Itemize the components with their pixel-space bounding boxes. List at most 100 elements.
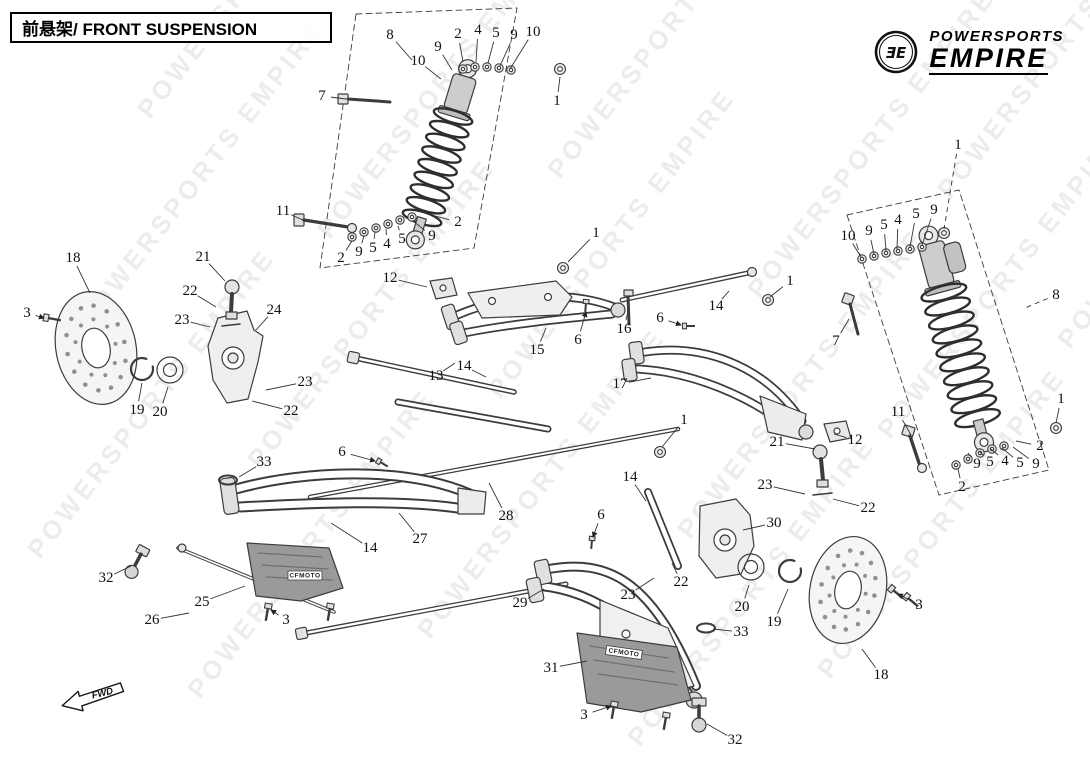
callout-number: 4 [474, 22, 482, 38]
callout-number: 5 [986, 454, 994, 470]
callout-number: 16 [617, 321, 633, 337]
callout-leader [475, 38, 478, 63]
callout-leader [76, 265, 91, 294]
callout-number: 19 [767, 614, 782, 630]
callout-number: 4 [1001, 453, 1009, 469]
callout-leader [712, 628, 733, 632]
callout-leader [350, 453, 376, 463]
callout-leader [509, 39, 529, 70]
callout-leader [870, 239, 875, 255]
callout-number: 27 [413, 531, 429, 547]
callout-leader [943, 153, 957, 230]
callout-leader [255, 316, 269, 331]
callout-leader [744, 584, 750, 599]
callout-number: 21 [196, 249, 211, 265]
bolt-16 [623, 289, 634, 326]
callout-leader [488, 482, 503, 509]
callout-leader [634, 484, 647, 502]
callout-number: 20 [153, 404, 168, 420]
page-title: 前悬架/ FRONT SUSPENSION [22, 20, 258, 39]
callout-leader [361, 235, 365, 244]
callout-leader [160, 612, 190, 619]
skid-plate-31: CFMOTO [576, 632, 692, 713]
callout-number: 1 [553, 93, 561, 109]
callout-number: 8 [386, 27, 394, 43]
callout-number: 5 [912, 206, 920, 222]
callout-number: 22 [861, 500, 876, 516]
bolt-6 [582, 298, 590, 313]
callout-number: 12 [848, 432, 863, 448]
callout-leader [443, 362, 456, 372]
callout-leader [412, 220, 426, 231]
screw-3 [609, 700, 619, 720]
callout-leader [840, 318, 850, 334]
callout-number: 1 [592, 225, 600, 241]
callout-number: 14 [457, 358, 473, 374]
brand-label: CFMOTO [608, 647, 640, 658]
callout-number: 2 [958, 479, 966, 495]
bolt-11-right [901, 424, 928, 474]
callout-leader [251, 400, 283, 410]
callout-number: 18 [874, 667, 889, 683]
callout-leader [668, 320, 682, 327]
callout-leader [487, 41, 495, 64]
callout-leader [238, 466, 257, 478]
callout-leader [1024, 298, 1048, 309]
watermark-text: POWERSPORTS EMPIRE [181, 383, 441, 704]
callout-number: 11 [276, 203, 290, 219]
callout-number: 31 [544, 660, 559, 676]
callout-leader [424, 66, 442, 80]
callout-number: 13 [429, 368, 444, 384]
pivot-rod-13 [346, 350, 517, 395]
callout-number: 6 [338, 444, 346, 460]
callout-leader [527, 588, 545, 599]
callout-number: 1 [1057, 391, 1065, 407]
callout-number: 10 [841, 228, 856, 244]
callout-leader [580, 311, 588, 332]
bolt-6 [374, 457, 389, 468]
callout-leader [706, 723, 728, 736]
callout-number: 19 [130, 402, 145, 418]
screw-3 [901, 591, 919, 608]
callout-leader [373, 231, 376, 240]
callout-number: 14 [623, 469, 639, 485]
screw-3 [325, 602, 335, 622]
callout-leader [896, 228, 899, 250]
bolt-6 [588, 535, 596, 550]
callout-number: 33 [257, 454, 272, 470]
callout-number: 5 [880, 217, 888, 233]
callout-number: 23 [298, 374, 313, 390]
callout-number: 22 [674, 574, 689, 590]
frame-bracket-top [467, 280, 573, 319]
steering-knuckle-left-24 [207, 310, 264, 404]
parts-drawing: CFMOTO CFMOTO [54, 7, 1050, 733]
steering-knuckle-right-30 [698, 498, 755, 579]
callout-leader [832, 498, 860, 507]
callout-number: 3 [915, 597, 923, 613]
callout-number: 2 [1036, 438, 1044, 454]
bolt-11-left [293, 213, 358, 234]
callout-number: 2 [337, 250, 345, 266]
callout-number: 3 [580, 707, 588, 723]
callout-leader [162, 386, 169, 404]
callout-leader [628, 377, 652, 383]
pivot-rod-upper-right [619, 266, 758, 303]
brake-disc-right [808, 535, 888, 645]
callout-leader [721, 290, 730, 300]
callout-leader [35, 313, 45, 320]
spacer-rod-14-right [644, 488, 682, 570]
bolt-6 [681, 322, 695, 330]
o-ring-33-right [696, 622, 716, 634]
bracket-12-left [429, 277, 458, 300]
callout-number: 8 [1052, 287, 1060, 303]
callout-number: 1 [954, 137, 962, 153]
callout-number: 30 [767, 515, 782, 531]
callout-number: 4 [383, 236, 391, 252]
callout-number: 14 [363, 540, 379, 556]
callout-leader [270, 609, 279, 616]
callout-number: 4 [894, 212, 902, 228]
callout-leader [1001, 447, 1014, 458]
callout-number: 5 [492, 25, 500, 41]
